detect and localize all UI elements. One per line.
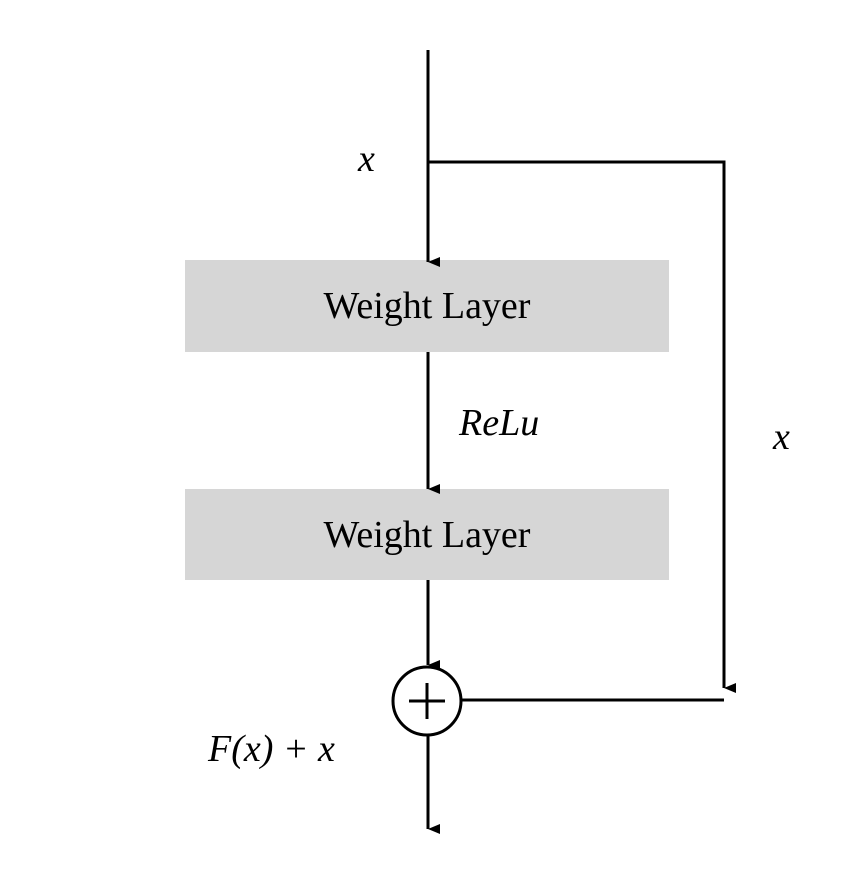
output-label: F(x) + x — [208, 728, 335, 770]
weight-layer-1: Weight Layer — [185, 260, 669, 352]
circled-plus-icon — [391, 665, 463, 737]
relu-label: ReLu — [459, 402, 540, 444]
weight-layer-2-box — [185, 489, 669, 580]
weight-layer-2-label: Weight Layer — [323, 513, 531, 556]
weight-layer-1-label: Weight Layer — [323, 285, 531, 327]
weight-layer-1-box — [185, 260, 669, 352]
input-label: x — [358, 138, 375, 180]
shortcut-label: x — [773, 416, 790, 458]
shortcut-connection — [428, 160, 736, 693]
weight-layer-2: Weight Layer — [185, 489, 669, 580]
